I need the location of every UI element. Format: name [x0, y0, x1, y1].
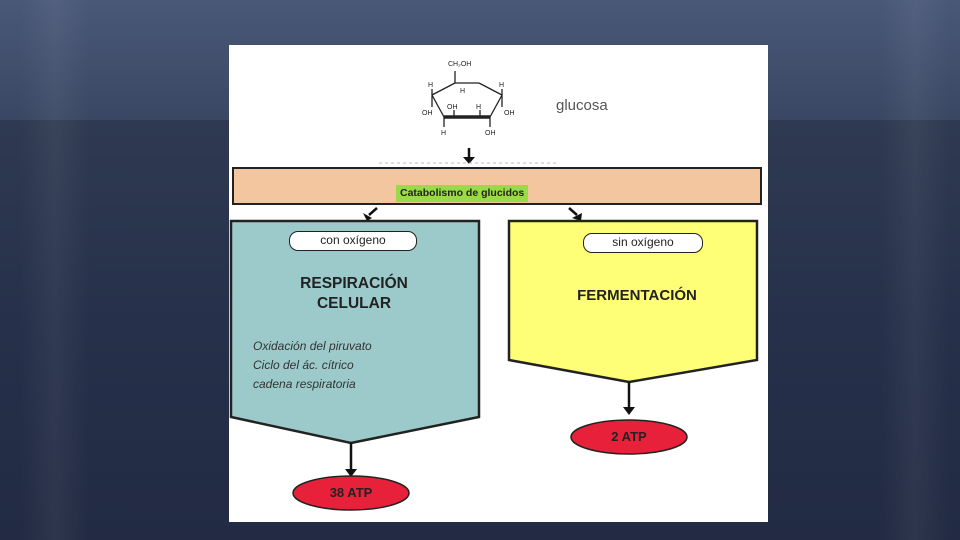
- respiration-title-line1: RESPIRACIÓN: [300, 275, 408, 292]
- background-stripe: [20, 0, 90, 540]
- atom-oh: OH: [485, 130, 496, 137]
- diagram-panel: CH₂OH H H OH H H OH OH H OH glucosa Cata…: [229, 45, 768, 522]
- arrow-left-branch-head: [363, 213, 372, 221]
- fermentation-title: FERMENTACIÓN: [577, 287, 697, 304]
- arrow-right-branch-head: [572, 213, 582, 221]
- atom-oh: OH: [422, 110, 433, 117]
- arrow-glucose-down-head: [463, 157, 475, 164]
- background-stripe: [880, 0, 950, 540]
- condition-with-oxygen: con oxígeno: [289, 231, 417, 251]
- arrow-left-branch: [368, 207, 378, 216]
- step-item: Ciclo del ác. cítrico: [253, 358, 354, 372]
- step-item: Oxidación del piruvato: [253, 339, 372, 353]
- atp-2-ellipse: [570, 419, 688, 455]
- atp-2-label: 2 ATP: [611, 429, 647, 444]
- respiration-steps: Oxidación del piruvato Ciclo del ác. cít…: [253, 337, 372, 394]
- fermentation-shape: [507, 219, 759, 384]
- atom-oh: OH: [447, 104, 458, 111]
- atom-h: H: [499, 82, 504, 89]
- glucose-structure: CH₂OH H H OH H H OH OH H OH: [422, 61, 515, 137]
- catabolism-label: Catabolismo de glucidos: [396, 185, 529, 202]
- respiration-title: RESPIRACIÓN CELULAR: [249, 274, 459, 314]
- respiration-title-line2: CELULAR: [316, 295, 392, 312]
- atom-oh: OH: [504, 110, 515, 117]
- diagram-shapes: [229, 148, 759, 511]
- atp-38-label: 38 ATP: [329, 485, 373, 500]
- arrow-to-2atp-head: [623, 407, 635, 415]
- atom-h: H: [428, 82, 433, 89]
- atom-h: H: [476, 104, 481, 111]
- atom-h: H: [460, 88, 465, 95]
- respiration-shape: [229, 219, 481, 445]
- atp-38-ellipse: [292, 475, 410, 511]
- glucose-label: glucosa: [556, 97, 608, 114]
- step-item: cadena respiratoria: [253, 377, 356, 391]
- arrow-right-branch: [568, 207, 578, 216]
- atom-ch2oh: CH₂OH: [448, 61, 471, 68]
- condition-without-oxygen: sin oxígeno: [583, 233, 703, 253]
- arrow-to-38atp-head: [345, 469, 357, 477]
- atom-h: H: [441, 130, 446, 137]
